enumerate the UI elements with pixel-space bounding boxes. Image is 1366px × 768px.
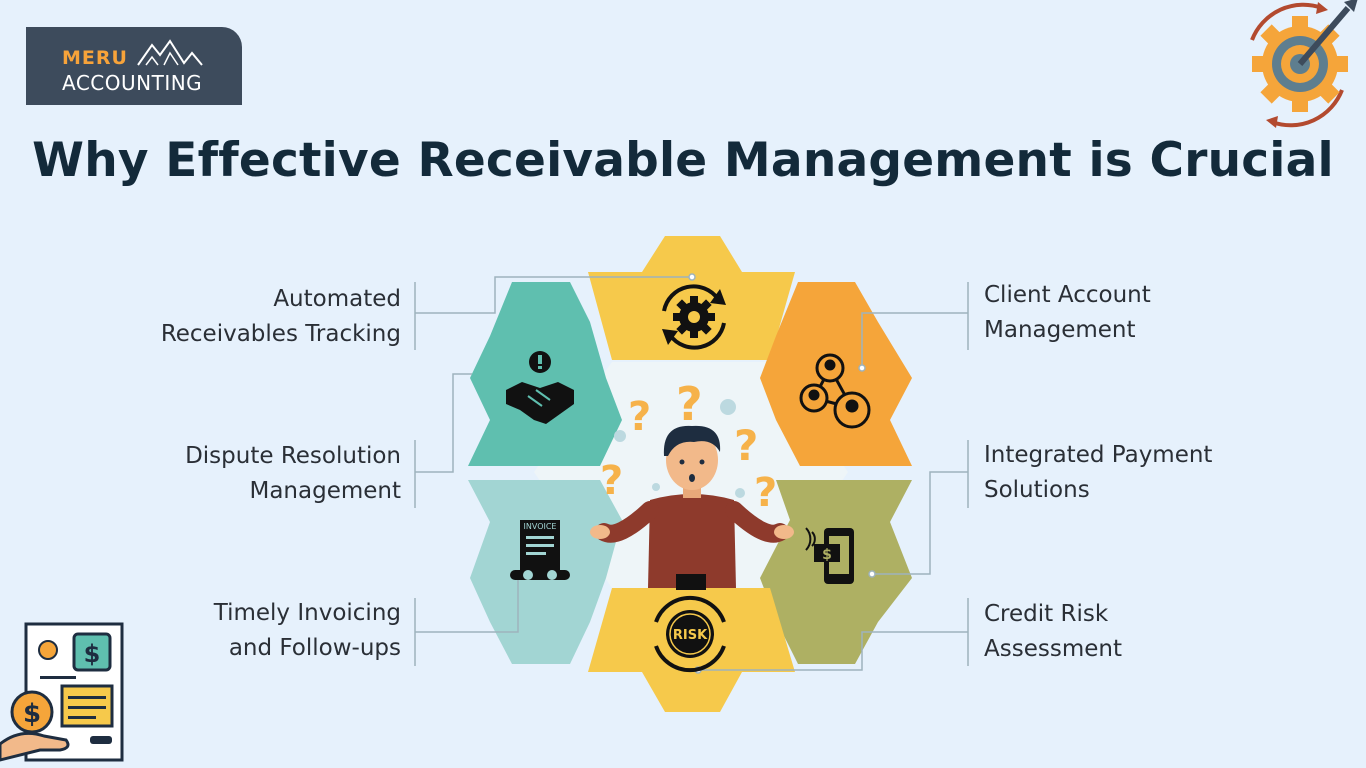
label-automated-receivables-tracking: Automated Receivables Tracking: [161, 282, 401, 352]
label-line: Management: [249, 478, 401, 504]
brand-logo: MERU ACCOUNTING: [26, 27, 242, 105]
label-credit-risk-assessment: Credit Risk Assessment: [984, 597, 1122, 667]
label-line: Timely Invoicing: [213, 600, 401, 626]
mobile-payment-icon: $: [805, 527, 854, 584]
label-client-account-management: Client Account Management: [984, 278, 1151, 348]
label-line: Solutions: [984, 477, 1090, 503]
gear-refresh-icon: [662, 284, 726, 350]
risk-icon-label: RISK: [673, 628, 708, 643]
label-line: Credit Risk: [984, 601, 1109, 627]
risk-gauge-icon: RISK: [654, 595, 726, 673]
svg-text:$: $: [23, 699, 41, 729]
target-gear-icon: [1250, 0, 1358, 128]
handshake-alert-icon: [506, 351, 574, 424]
question-mark-decoration: ?: [676, 377, 703, 431]
question-mark-decoration: ?: [734, 421, 758, 470]
invoice-icon: INVOICE: [510, 520, 570, 580]
label-line: Dispute Resolution: [185, 443, 401, 469]
label-line: Automated: [273, 286, 401, 312]
svg-text:$: $: [84, 640, 101, 668]
question-mark-decoration: ?: [600, 458, 623, 504]
client-network-icon: [799, 353, 871, 429]
logo-brand-bottom: ACCOUNTING: [62, 71, 203, 95]
page-title: Why Effective Receivable Management is C…: [32, 133, 1334, 188]
label-line: Assessment: [984, 636, 1122, 662]
label-line: Integrated Payment: [984, 442, 1213, 468]
mountain-icon: [137, 39, 203, 66]
label-line: and Follow-ups: [228, 635, 401, 661]
logo-brand-top: MERU: [62, 47, 128, 69]
label-timely-invoicing: Timely Invoicing and Follow-ups: [214, 596, 401, 666]
svg-text:$: $: [822, 547, 832, 563]
label-line: Receivables Tracking: [160, 321, 401, 347]
invoice-icon-label: INVOICE: [524, 522, 557, 531]
label-line: Client Account: [984, 282, 1151, 308]
confused-person-illustration: ? ? ? ? ?: [590, 377, 794, 590]
label-line: Management: [984, 317, 1136, 343]
segment-upper-left: [468, 282, 622, 466]
question-mark-decoration: ?: [628, 394, 651, 440]
label-integrated-payment-solutions: Integrated Payment Solutions: [984, 438, 1212, 508]
question-mark-decoration: ?: [754, 470, 777, 516]
label-dispute-resolution-management: Dispute Resolution Management: [185, 439, 401, 509]
payment-document-illustration: $ $: [0, 622, 124, 762]
